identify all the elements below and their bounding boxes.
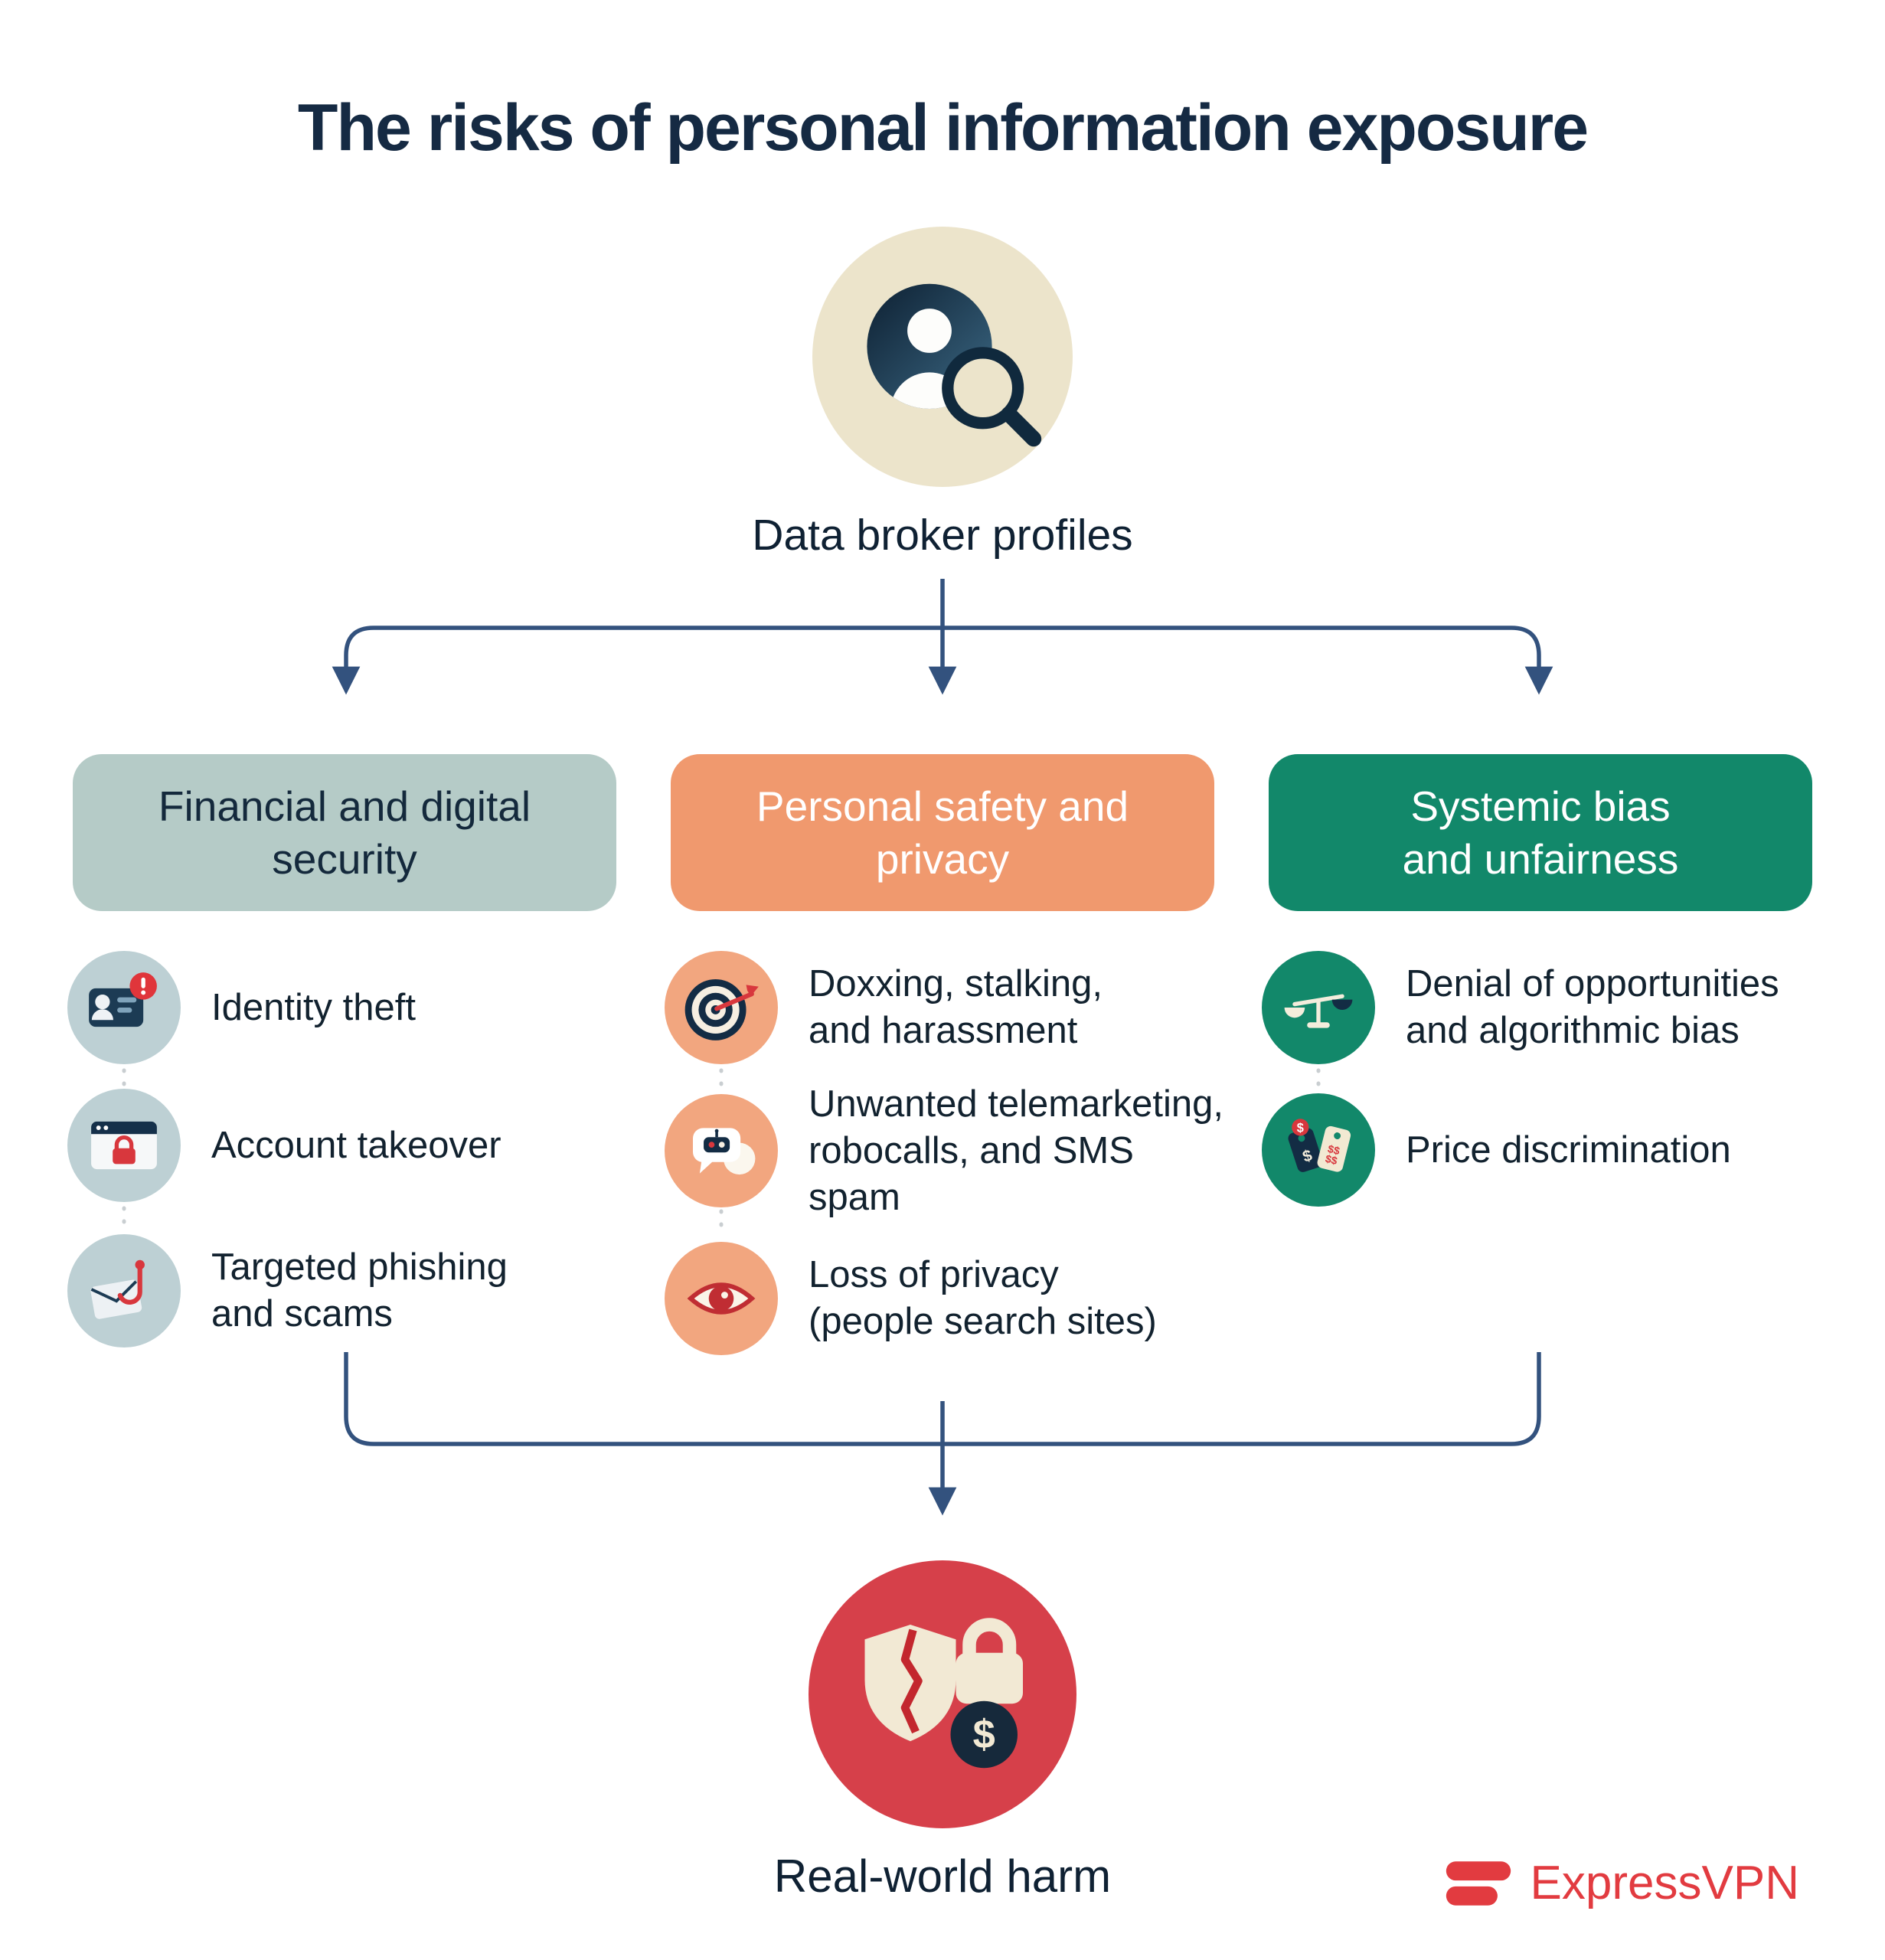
target-dart-icon: [665, 951, 778, 1064]
source-node-label: Data broker profiles: [752, 511, 1133, 560]
expressvpn-logo-icon: [1443, 1857, 1514, 1910]
item-label: Identity theft: [211, 986, 416, 1028]
list-item-doxxing: Doxxing, stalking, and harassment: [665, 951, 1103, 1064]
svg-text:$$: $$: [1327, 1142, 1341, 1157]
item-label: Unwanted telemarketing, robocalls, and S…: [809, 1083, 1224, 1218]
item-label: Targeted phishing and scams: [211, 1246, 508, 1334]
svg-text:$$: $$: [1324, 1152, 1338, 1167]
item-label: Doxxing, stalking, and harassment: [809, 963, 1103, 1051]
list-item-targeted-phishing: Targeted phishing and scams: [67, 1234, 508, 1348]
arrow-source-to-right: [942, 626, 1553, 695]
result-node-label: Real-world harm: [773, 1851, 1112, 1902]
brand-logo: ExpressVPN: [1443, 1856, 1799, 1910]
column-header-bias: Systemic bias and unfairness: [1269, 754, 1812, 911]
eye-icon: [665, 1242, 778, 1355]
svg-text:$: $: [1297, 1121, 1304, 1135]
list-item-denial-of-opportunities: Denial of opportunities and algorithmic …: [1262, 951, 1779, 1064]
item-label: Denial of opportunities and algorithmic …: [1406, 963, 1779, 1051]
browser-lock-icon: [67, 1089, 181, 1202]
bracket-left-to-result: [344, 1352, 942, 1446]
list-item-account-takeover: Account takeover: [67, 1089, 501, 1202]
phishing-hook-mail-icon: [67, 1234, 181, 1348]
list-item-price-discrimination: $ $$ $$ $ Price discrimination: [1262, 1093, 1731, 1207]
page-title: The risks of personal information exposu…: [297, 91, 1589, 165]
column-header-financial: Financial and digital security: [73, 754, 616, 911]
balance-scale-icon: [1262, 951, 1375, 1064]
price-tags-icon: $ $$ $$ $: [1262, 1093, 1375, 1207]
list-item-loss-of-privacy: Loss of privacy (people search sites): [665, 1242, 1157, 1355]
robocall-chat-icon: [665, 1094, 778, 1208]
brand-name: ExpressVPN: [1530, 1857, 1799, 1909]
broken-shield-lock-icon: $: [809, 1560, 1076, 1828]
list-item-identity-theft: Identity theft: [67, 951, 416, 1064]
bracket-right-to-result: [942, 1352, 1541, 1446]
person-search-icon: [812, 227, 1073, 487]
arrow-source-to-left: [332, 626, 942, 695]
column-header-safety: Personal safety and privacy: [671, 754, 1214, 911]
item-label: Price discrimination: [1406, 1129, 1731, 1171]
svg-text:$: $: [973, 1712, 995, 1757]
item-label: Account takeover: [211, 1124, 501, 1166]
id-card-alert-icon: [67, 951, 181, 1064]
item-label: Loss of privacy (people search sites): [809, 1254, 1157, 1342]
list-item-robocalls: Unwanted telemarketing, robocalls, and S…: [665, 1081, 1223, 1220]
